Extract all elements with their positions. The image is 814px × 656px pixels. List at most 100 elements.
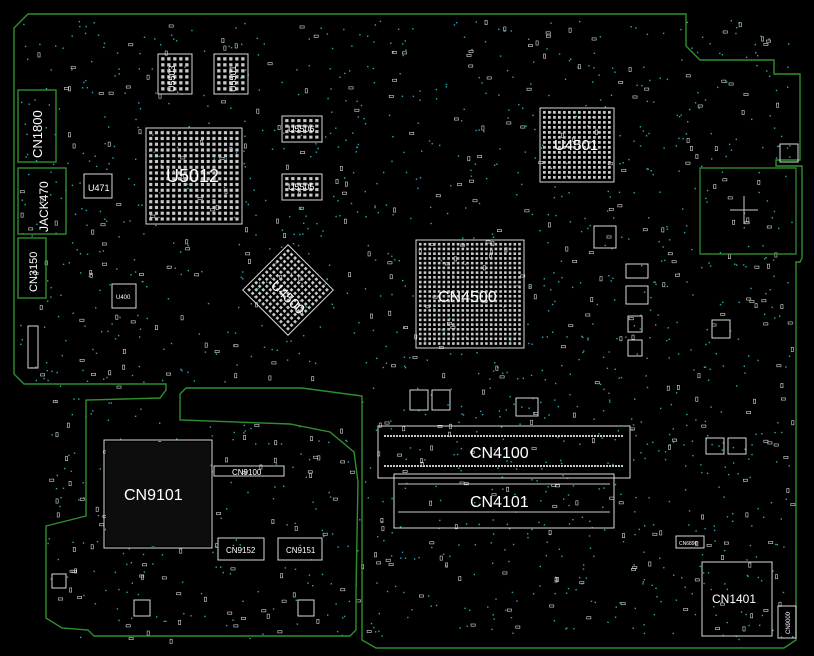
bga-pad xyxy=(508,290,512,293)
bga-pad xyxy=(291,182,295,186)
smd-part xyxy=(146,74,150,80)
bga-pad xyxy=(608,111,611,114)
via xyxy=(253,189,255,191)
via xyxy=(655,324,657,326)
bga-pad xyxy=(206,154,210,158)
via xyxy=(489,387,491,389)
via xyxy=(506,371,508,374)
bga-pad xyxy=(166,171,170,175)
via xyxy=(331,303,333,305)
via xyxy=(636,353,638,355)
u471-label: U471 xyxy=(88,183,110,193)
bga-pad xyxy=(418,332,422,336)
bga-pad xyxy=(475,309,479,312)
bga-pad xyxy=(475,290,479,293)
via xyxy=(118,73,120,75)
bga-pad xyxy=(568,141,571,144)
bga-pad xyxy=(160,177,164,181)
bga-pad xyxy=(578,131,581,134)
bga-pad xyxy=(548,126,551,129)
via xyxy=(699,565,701,568)
via xyxy=(133,184,136,186)
via xyxy=(404,367,407,369)
smd-part xyxy=(448,431,451,437)
via xyxy=(232,544,235,547)
bga-pad xyxy=(466,342,469,345)
smd-part xyxy=(763,42,769,46)
smd-part xyxy=(753,398,756,404)
bga-pad xyxy=(212,194,216,198)
bga-pad xyxy=(475,328,479,331)
via xyxy=(579,20,581,23)
via xyxy=(561,195,563,198)
bga-pad xyxy=(504,328,507,331)
smd-part xyxy=(381,526,385,532)
bga-pad xyxy=(166,148,170,152)
bga-pad xyxy=(423,332,427,336)
via xyxy=(321,529,323,532)
via xyxy=(609,196,611,198)
bga-pad xyxy=(470,247,474,251)
bga-pad xyxy=(504,266,507,270)
smd-part xyxy=(348,272,352,278)
via xyxy=(489,276,491,279)
via xyxy=(35,160,38,162)
bga-pad xyxy=(461,342,465,345)
via xyxy=(131,617,133,620)
u5505-pads xyxy=(285,177,319,197)
via xyxy=(78,398,80,400)
bga-pad xyxy=(172,211,176,215)
via xyxy=(160,164,162,166)
via xyxy=(350,202,353,205)
bga-pad xyxy=(475,242,479,246)
bga-pad xyxy=(518,290,521,293)
via xyxy=(276,349,279,351)
bga-pad xyxy=(485,266,488,270)
via xyxy=(619,135,621,137)
bga-pad xyxy=(437,252,441,255)
bga-pad xyxy=(195,182,199,187)
via xyxy=(292,466,294,468)
bga-pad xyxy=(418,252,422,255)
bga-pad xyxy=(461,299,465,303)
via xyxy=(401,95,404,97)
via xyxy=(359,34,361,36)
via xyxy=(33,149,36,151)
via xyxy=(284,567,286,569)
smd-part xyxy=(757,180,761,185)
via xyxy=(545,490,547,493)
via xyxy=(702,36,704,38)
bga-pad xyxy=(518,328,521,331)
via xyxy=(213,158,216,160)
bga-pad xyxy=(494,309,498,312)
via xyxy=(647,168,649,170)
bga-pad xyxy=(257,291,262,296)
via xyxy=(503,455,505,458)
bga-pad xyxy=(189,194,193,198)
bga-pad xyxy=(573,171,576,174)
via xyxy=(255,443,257,445)
via xyxy=(155,92,157,94)
via xyxy=(608,399,611,401)
bga-pad xyxy=(518,285,521,289)
via xyxy=(732,602,734,604)
bga-pad xyxy=(466,323,469,326)
bga-pad xyxy=(461,276,465,279)
bga-pad xyxy=(563,151,566,154)
bga-pad xyxy=(588,121,591,124)
bga-pad xyxy=(504,276,507,279)
via xyxy=(517,171,519,174)
bga-pad xyxy=(286,298,290,303)
via xyxy=(402,54,404,57)
bga-pad xyxy=(206,142,210,146)
via xyxy=(336,630,339,633)
bga-pad xyxy=(489,242,493,246)
smd-part xyxy=(549,604,555,608)
via xyxy=(230,107,232,109)
via xyxy=(501,476,504,478)
bga-pad xyxy=(563,146,566,149)
bga-pad xyxy=(558,161,561,164)
bga-pad xyxy=(563,161,566,164)
bga-pad xyxy=(257,277,262,282)
via xyxy=(754,43,756,46)
